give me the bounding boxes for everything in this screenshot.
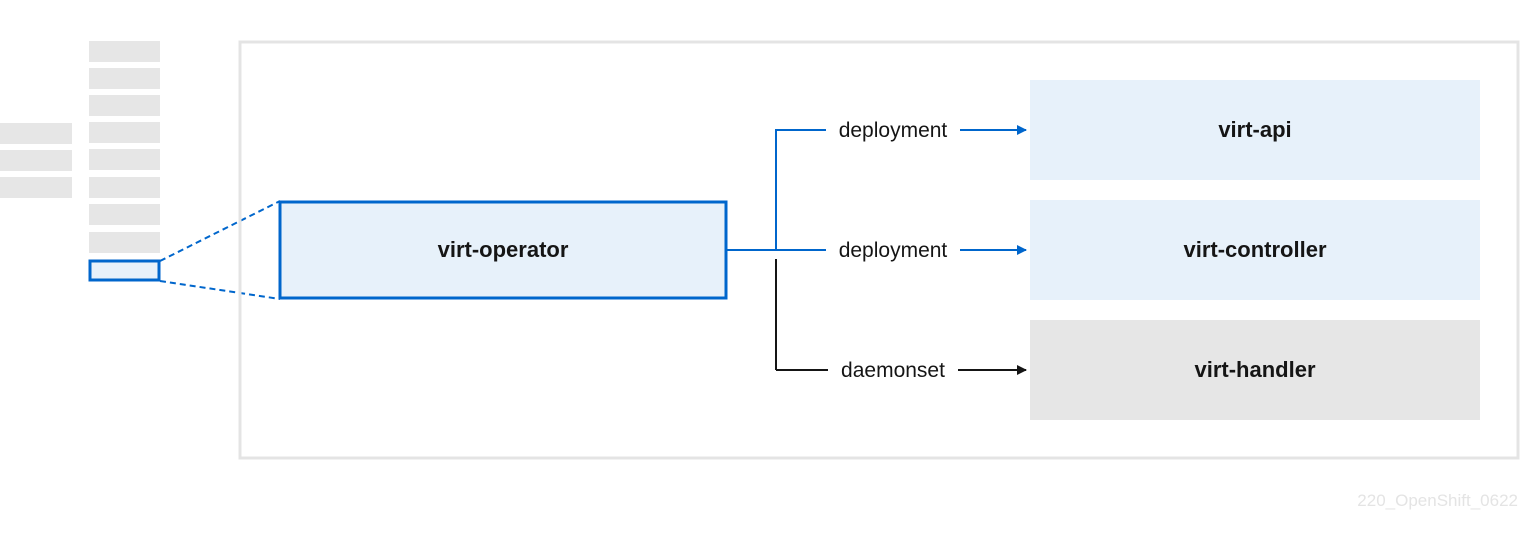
node-virt-operator: virt-operator — [278, 200, 728, 300]
cluster-block — [89, 41, 160, 62]
cluster-block — [89, 232, 160, 253]
cluster-block — [89, 95, 160, 116]
connectors — [726, 125, 1027, 375]
edge-label-api: deployment — [839, 119, 948, 142]
cluster-block — [89, 177, 160, 198]
edge-label-handler: daemonset — [841, 359, 945, 382]
node-label-operator: virt-operator — [438, 237, 569, 262]
node-label-api: virt-api — [1218, 117, 1291, 142]
edge-label-controller: deployment — [839, 239, 948, 262]
zoom-line-top — [159, 200, 281, 262]
node-label-handler: virt-handler — [1194, 357, 1315, 382]
zoom-line-bottom — [159, 280, 281, 300]
cluster-block — [0, 123, 72, 144]
node-virt-api: virt-api — [1030, 80, 1480, 180]
node-virt-handler: virt-handler — [1030, 320, 1480, 420]
cluster-block — [0, 177, 72, 198]
node-virt-controller: virt-controller — [1030, 200, 1480, 300]
cluster-block — [89, 149, 160, 170]
node-label-controller: virt-controller — [1183, 237, 1326, 262]
cluster-block — [89, 204, 160, 225]
watermark-text: 220_OpenShift_0622 — [1357, 491, 1518, 510]
cluster-icon — [0, 41, 161, 282]
detail-frame — [238, 40, 1520, 460]
cluster-block — [0, 150, 72, 171]
cluster-block — [89, 68, 160, 89]
cluster-block — [89, 122, 160, 143]
cluster-block-highlighted — [88, 259, 161, 282]
